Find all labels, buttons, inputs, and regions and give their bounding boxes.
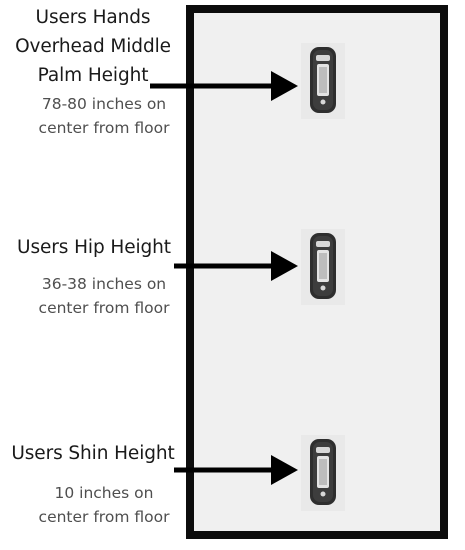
slide-latch-icon [301, 435, 345, 511]
arrow-right-icon [174, 251, 298, 281]
callout-overhead-detail-line: 78-80 inches on [41, 95, 167, 113]
callout-shin-detail-line: center from floor [38, 508, 170, 526]
callout-hip-detail-line: center from floor [38, 299, 170, 317]
callout-overhead-detail-line: center from floor [38, 119, 170, 137]
slide-latch-icon [301, 43, 345, 119]
callout-hip-title: Users Hip Height [6, 233, 182, 262]
callout-overhead-title-line: Users Hands [35, 7, 151, 28]
arrow-right-icon [174, 455, 298, 485]
callout-overhead-title-line: Overhead Middle [15, 36, 171, 57]
callout-shin-detail-line: 10 inches on [54, 484, 154, 502]
slide-latch-icon [301, 229, 345, 305]
callout-shin-detail: 10 inches on center from floor [24, 481, 184, 529]
callout-shin-title-line: Users Shin Height [11, 443, 175, 464]
callout-overhead-title-line: Palm Height [37, 65, 149, 86]
callout-hip-title-line: Users Hip Height [17, 237, 171, 258]
callout-shin-title: Users Shin Height [3, 439, 183, 468]
callout-overhead-detail: 78-80 inches on center from floor [24, 92, 184, 140]
callout-hip-detail-line: 36-38 inches on [41, 275, 167, 293]
arrow-right-icon [150, 71, 298, 101]
callout-hip-detail: 36-38 inches on center from floor [24, 272, 184, 320]
callout-overhead-title: Users Hands Overhead Middle Palm Height [5, 3, 181, 90]
